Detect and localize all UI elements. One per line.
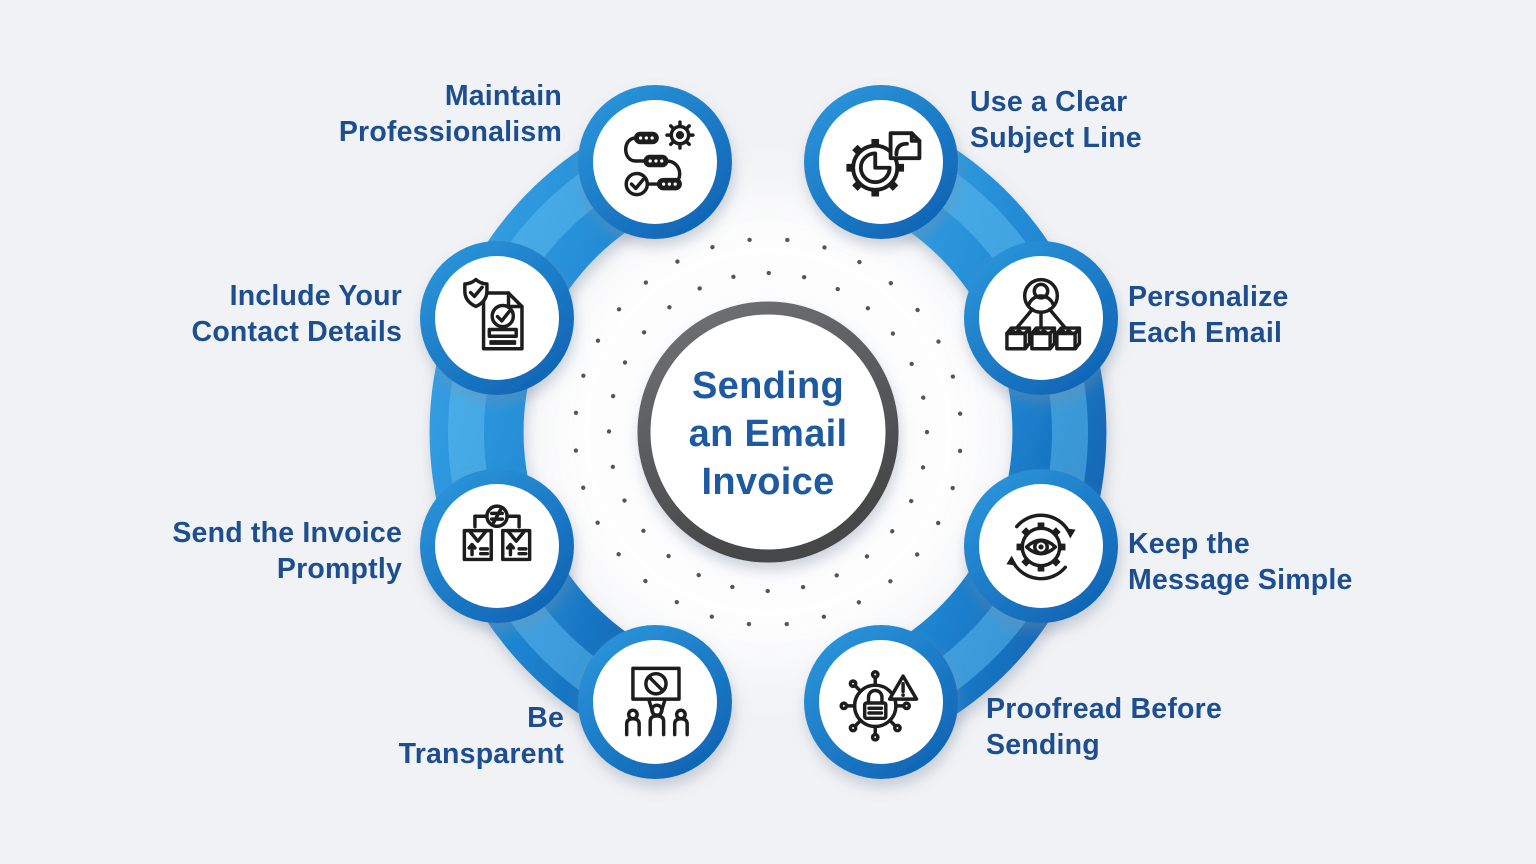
node-icon-send-the-invoice-promptly [449,498,545,594]
label-line: Include Your [229,280,402,312]
label-line: Subject Line [970,122,1142,154]
node-icon-proofread-before-sending [833,654,929,750]
label-line: Transparent [398,738,564,770]
label-line: Be [527,702,564,734]
workflow-checklist-icon [624,120,695,197]
hub-title-line: Invoice [701,461,835,503]
label-line: Use a Clear [970,86,1128,118]
label-line: Promptly [276,553,402,585]
label-line: Maintain [444,80,562,112]
label-line: Proofread Before [986,693,1223,725]
label-line: Personalize [1128,281,1289,313]
node-icon-personalize-each-email [993,270,1089,366]
label-be-transparent: Be Transparent [214,700,564,772]
label-line: Sending [986,729,1100,761]
node-icon-maintain-professionalism [607,114,703,210]
label-keep-the-message-simple: Keep the Message Simple [1128,526,1478,598]
label-include-your-contact-details: Include Your Contact Details [52,278,402,350]
label-line: Keep the [1128,528,1250,560]
label-line: Send the Invoice [172,517,402,549]
eye-gear-cycle-icon [1006,513,1076,581]
hub-title-line: an Email [688,413,848,455]
label-send-the-invoice-promptly: Send the Invoice Promptly [52,515,402,587]
lock-circuit-alert-icon [839,670,919,742]
label-line: Professionalism [338,116,562,148]
node-icon-keep-the-message-simple [993,498,1089,594]
label-proofread-before-sending: Proofread Before Sending [986,691,1336,763]
protest-sign-icon [624,666,689,737]
document-shield-check-icon [463,277,524,351]
connector-band-highlights [448,136,1088,728]
hub-title-line: Sending [692,365,844,407]
person-packages-icon [1005,277,1082,351]
node-icon-use-a-clear-subject-line [833,114,929,210]
dotted-ring-inner [606,270,930,594]
gear-pie-chart-icon [846,131,922,197]
label-maintain-professionalism: Maintain Professionalism [212,78,562,150]
packages-not-equal-icon [462,504,532,562]
label-line: Each Email [1128,317,1283,349]
hub-title: Sending an Email Invoice [618,362,918,506]
label-personalize-each-email: Personalize Each Email [1128,279,1478,351]
dotted-rings [572,236,964,628]
node-icon-be-transparent [607,654,703,750]
label-line: Message Simple [1128,564,1353,596]
label-use-a-clear-subject-line: Use a Clear Subject Line [970,84,1320,156]
label-line: Contact Details [191,316,402,348]
node-icon-include-your-contact-details [449,270,545,366]
hub-circle [637,301,899,563]
node-circle-send-the-invoice-promptly [420,469,574,623]
